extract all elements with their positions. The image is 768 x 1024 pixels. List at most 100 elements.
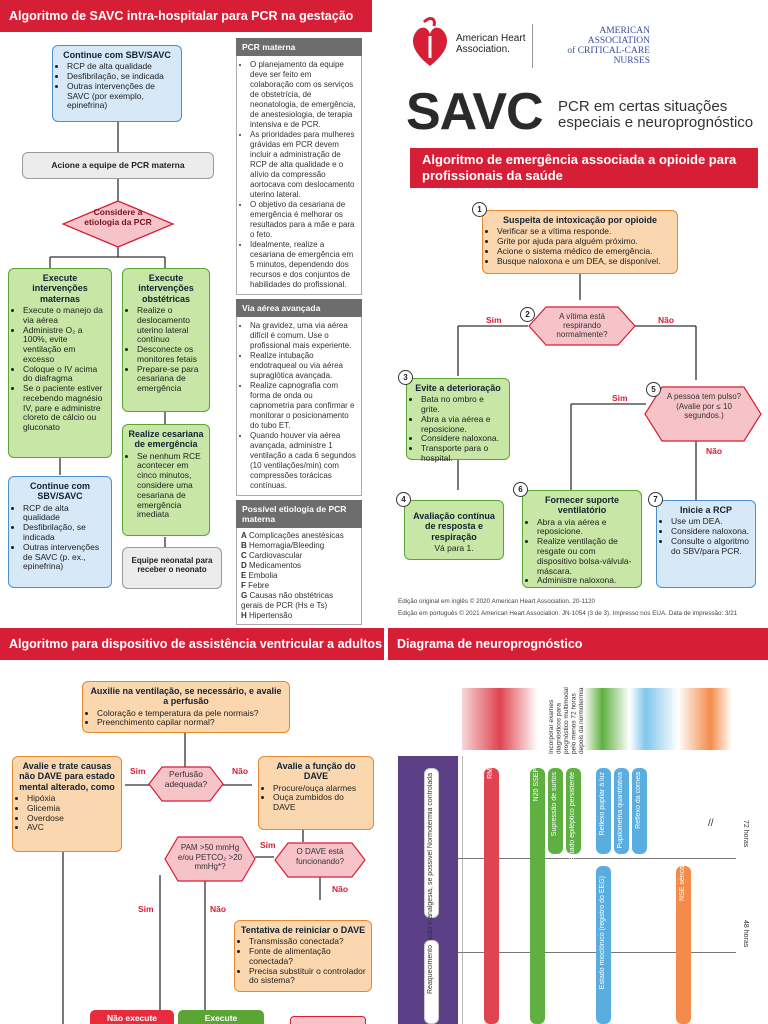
list-item: O planejamento da equipe deve ser feito … [250,60,357,130]
bar-rm: RM [484,768,499,1024]
list-item: Considere naloxona. [421,434,504,444]
bar-myoclonic: Estado mioclônico (registro do EEG) [596,866,611,1024]
label-sim: Sim [612,393,628,403]
etiology-letter: F [241,581,246,590]
q1-title: Algoritmo de SAVC intra-hospitalar para … [0,0,372,32]
list-item: Prepare-se para cesariana de emergência [137,364,204,394]
savc-subtitle: PCR em certas situações especiais e neur… [558,98,754,131]
list-item: Busque naloxona e um DEA, se disponível. [497,256,672,267]
label-nao: Não [706,446,723,456]
q1-diamond-text: Considere a etiologia da PCR [84,207,152,227]
bar-rewarming: Reaquecimento [424,940,439,1024]
dave-text: O DAVE está funcionando? [295,847,345,866]
list-item: Outras intervenções de SAVC (por exemplo… [67,81,176,111]
execute-box: Execute [178,1010,264,1024]
step-title: Inicie a RCP [679,505,733,515]
etiology-item: E Embolia [241,571,357,581]
q1-maternal-title: Execute intervenções maternas [32,273,88,304]
list-item: Desconecte os monitores fetais [137,344,204,365]
list-item: Abra a via aérea e reposicione. [421,414,504,435]
opioid-step-6: Fornecer suporte ventilatório Abra a via… [522,490,642,588]
list-item: Preenchimento capilar normal? [97,718,284,728]
label-nao: Não [658,315,675,325]
etiology-letter: A [241,531,247,540]
next-diamond [290,1016,366,1024]
step-2-diamond [528,306,636,346]
bar-burst: Supressão de surtos [548,768,563,854]
dave-diamond [274,842,366,878]
etiology-text: Cardiovascular [249,551,303,560]
bar-label: Pupilometria quantitativa [617,772,624,849]
list-item: Se o paciente estiver recebendo magnésio… [23,383,106,433]
etiology-item: B Hemorragia/Bleeding [241,541,357,551]
opioid-step-3: Evite a deterioração Bata no ombro e gri… [406,378,510,463]
list-item: Execute o manejo da via aérea [23,305,106,326]
axis-line [462,756,463,1024]
q1-diamond-shape [62,200,174,248]
footnote-1: Edição original em inglês © 2020 America… [398,598,596,605]
aacn-line: AMERICAN [599,26,650,36]
step-5-diamond [644,386,762,442]
bar-sedation: Limitar sedação e analgesia, se possível… [424,768,439,976]
etiology-text: Causas não obstétricas gerais de PCR (Hs… [241,591,334,610]
list-item: Realize capnografia com forma de onda ou… [250,381,357,431]
bar-label: N20 SSEP [533,768,540,802]
etiology-text: Complicações anestésicas [249,531,344,540]
step-sub: Vá para 1. [434,543,474,554]
bar-label: Estado mioclônico (registro do EEG) [599,876,606,990]
vad-function-box: Avalie a função do DAVE Procure/ouça ala… [258,756,374,830]
etiology-letter: H [241,611,247,620]
step-title: Evite a deterioração [415,383,501,393]
q1-obstetric-title: Execute intervenções obstétricas [138,273,194,304]
bar-label: Reflexo pupilar à luz [599,772,606,836]
label-sim: Sim [130,766,146,776]
vad-restart-box: Tentativa de reiniciar o DAVE Transmissã… [234,920,372,992]
step-number: 7 [648,492,663,507]
list-item: Transmissão conectada? [249,937,366,947]
list-item: Realize intubação endotraqueal ou via aé… [250,351,357,381]
etiology-letter: B [241,541,247,550]
aha-name: American Heart Association. [456,33,526,55]
list-item: Use um DEA. [671,517,750,527]
q1-maternal-box: Execute intervenções maternas Execute o … [8,268,112,458]
list-item: As prioridades para mulheres grávidas em… [250,130,357,200]
etiology-text: Febre [248,581,270,590]
q3-title: Algoritmo para dispositivo de assistênci… [0,628,384,660]
bar-nse: NSE sérica [676,866,691,1024]
list-item: Idealmente, realize a cesariana de emerg… [250,240,357,290]
q1-cesarean-title: Realize cesariana de emergência [128,429,204,450]
aacn-line: NURSES [613,55,650,66]
list-item: RCP de alta qualidade [67,62,176,72]
opioid-step-1: Suspeita de intoxicação por opioide Veri… [482,210,678,274]
step-title: Suspeita de intoxicação por opioide [502,215,658,225]
list-item: AVC [27,823,116,833]
bar-cornea: Reflexo da córnea [632,768,647,854]
step-number: 5 [646,382,661,397]
q4-title: Diagrama de neuroprognóstico [388,628,768,660]
q1-obstetric-box: Execute intervenções obstétricas Realize… [122,268,210,412]
etiology-item: H Hipertensão [241,611,357,621]
vad-restart-title: Tentativa de reiniciar o DAVE [240,925,366,935]
neuro-gradient-band [462,688,732,750]
aacn-line: ASSOCIATION [587,35,650,46]
opioid-step-7: Inicie a RCP Use um DEA.Considere naloxo… [656,500,756,588]
etiology-text: Medicamentos [249,561,302,570]
bar-label: RM [487,768,494,779]
list-item: Consulte o algoritmo do SBV/para PCR. [671,536,750,557]
bar-pupillometry: Pupilometria quantitativa [614,768,629,854]
vad-perfusion-box: Auxilie na ventilação, se necessário, e … [82,681,290,733]
label-sim: Sim [260,840,276,850]
list-item: Administre O₂ a 100%, evite ventilação e… [23,325,106,365]
list-item: Glicemia [27,803,116,814]
axis-break-icon: // [708,818,714,829]
list-item: Verificar se a vítima responde. [497,227,672,237]
list-item: Coloração e temperatura da pele normais? [97,708,284,719]
q3-connectors [62,732,321,1024]
etiology-text: Hemorragia/Bleeding [249,541,325,550]
etiology-text: Hipertensão [249,611,293,620]
list-item: Outras intervenções de SAVC (p. ex., epi… [23,542,106,572]
bar-label: Supressão de surtos [551,772,558,837]
list-item: Desfibrilação, se indicada [23,522,106,543]
q1-continue-title: Continue com SBV/SAVC [63,50,171,60]
bar-label: NSE sérica [679,866,686,902]
